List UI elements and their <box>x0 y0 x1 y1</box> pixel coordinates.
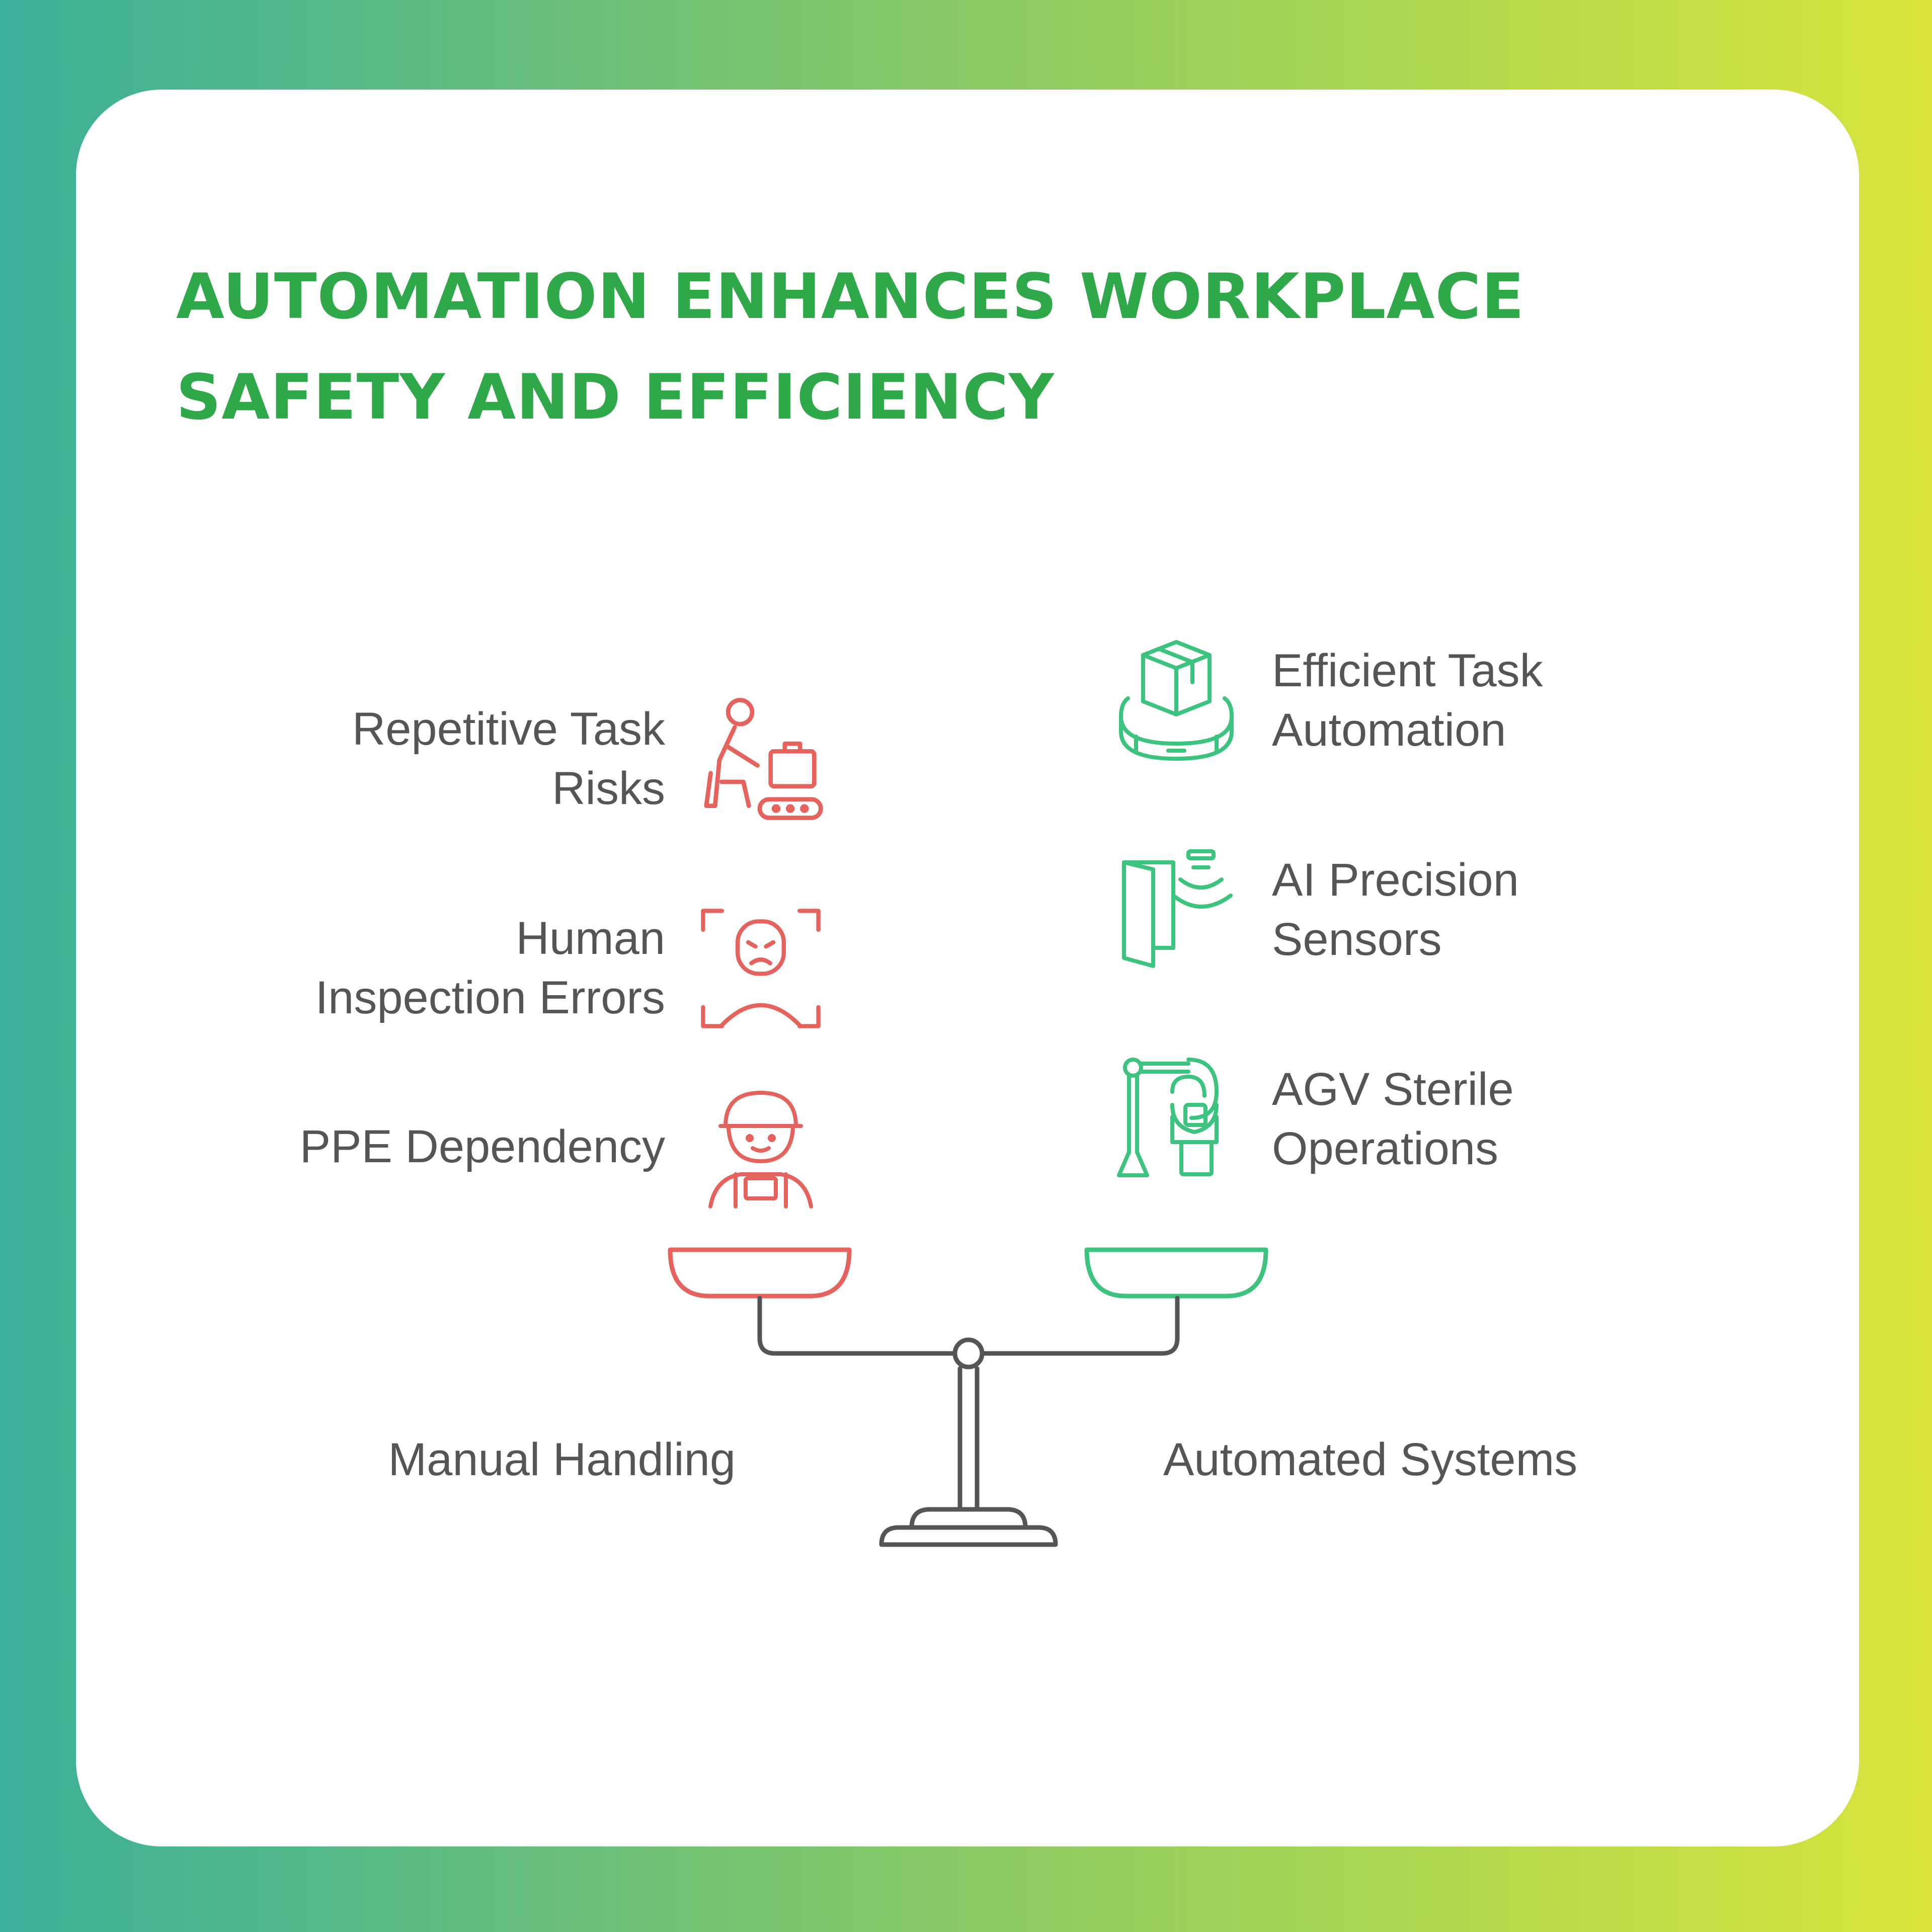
frowning-face-scan-icon <box>701 909 821 1028</box>
worker-helmet-icon <box>708 1091 813 1209</box>
automated-item-3-line-1: AGV Sterile <box>1272 1064 1514 1115</box>
title-line-2: SAFETY AND EFFICIENCY <box>176 361 1055 434</box>
scale-foot <box>879 1525 1058 1547</box>
scale-base <box>909 1507 1028 1530</box>
automated-item-2-line-2: Sensors <box>1272 914 1442 965</box>
page-title: AUTOMATION ENHANCES WORKPLACE SAFETY AND… <box>176 247 1524 448</box>
worker-conveyor-icon <box>704 698 823 820</box>
card <box>76 90 1859 1846</box>
manual-item-2-line-1: Human <box>516 913 665 964</box>
automated-pan <box>1084 1247 1268 1299</box>
manual-item-1-line-2: Risks <box>552 763 665 814</box>
sensor-door-icon <box>1122 849 1233 968</box>
automated-systems-label: Automated Systems <box>1163 1434 1578 1485</box>
manual-item-3-line-1: PPE Dependency <box>299 1121 665 1172</box>
robotic-arm-icon <box>1117 1058 1219 1177</box>
manual-item-human-inspection-errors: Human Inspection Errors <box>315 909 665 1027</box>
manual-item-1-line-1: Repetitive Task <box>352 703 665 755</box>
automated-item-efficient-task-automation: Efficient Task Automation <box>1272 641 1543 760</box>
automated-item-1-line-2: Automation <box>1272 704 1506 756</box>
manual-item-repetitive-task-risks: Repetitive Task Risks <box>352 699 665 818</box>
automated-item-3-line-2: Operations <box>1272 1123 1499 1174</box>
automated-item-2-line-1: AI Precision <box>1272 854 1519 906</box>
automated-item-ai-precision-sensors: AI Precision Sensors <box>1272 850 1519 969</box>
manual-handling-label: Manual Handling <box>388 1434 736 1485</box>
automated-item-1-line-1: Efficient Task <box>1272 645 1543 696</box>
automated-item-agv-sterile-operations: AGV Sterile Operations <box>1272 1060 1514 1178</box>
manual-item-ppe-dependency: PPE Dependency <box>300 1117 665 1176</box>
manual-item-2-line-2: Inspection Errors <box>315 972 665 1023</box>
scale-pivot <box>952 1337 985 1370</box>
scale-post <box>957 1366 980 1512</box>
manual-pan <box>668 1247 852 1299</box>
robotic-box-platform-icon <box>1119 640 1234 761</box>
title-line-1: AUTOMATION ENHANCES WORKPLACE <box>176 261 1525 333</box>
